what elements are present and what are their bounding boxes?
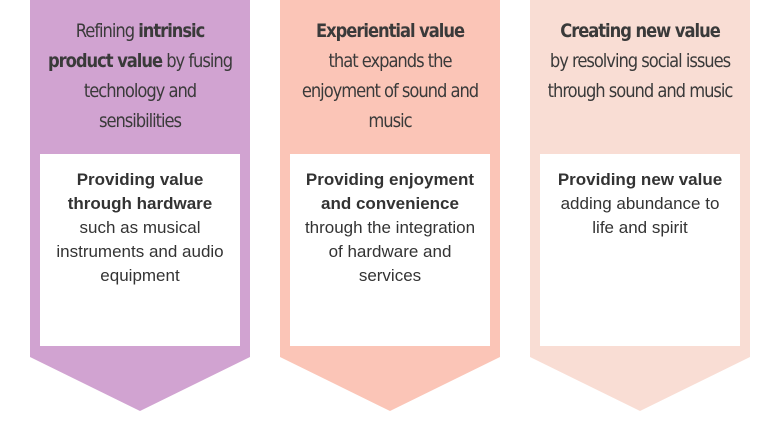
value-column-3: Creating new value by resolving social i…	[530, 0, 750, 411]
value-column-2: Experiential value that expands the enjo…	[280, 0, 500, 411]
column-detail-box: Providing enjoyment and convenience thro…	[290, 154, 490, 346]
column-heading: Creating new value by resolving social i…	[547, 20, 734, 102]
column-heading: Refining intrinsic product value by fusi…	[47, 20, 233, 132]
column-detail-box: Providing new value adding abundance to …	[540, 154, 740, 346]
column-heading: Experiential value that expands the enjo…	[301, 20, 479, 132]
value-column-1: Refining intrinsic product value by fusi…	[30, 0, 250, 411]
column-detail-box: Providing value through hardware such as…	[40, 154, 240, 346]
